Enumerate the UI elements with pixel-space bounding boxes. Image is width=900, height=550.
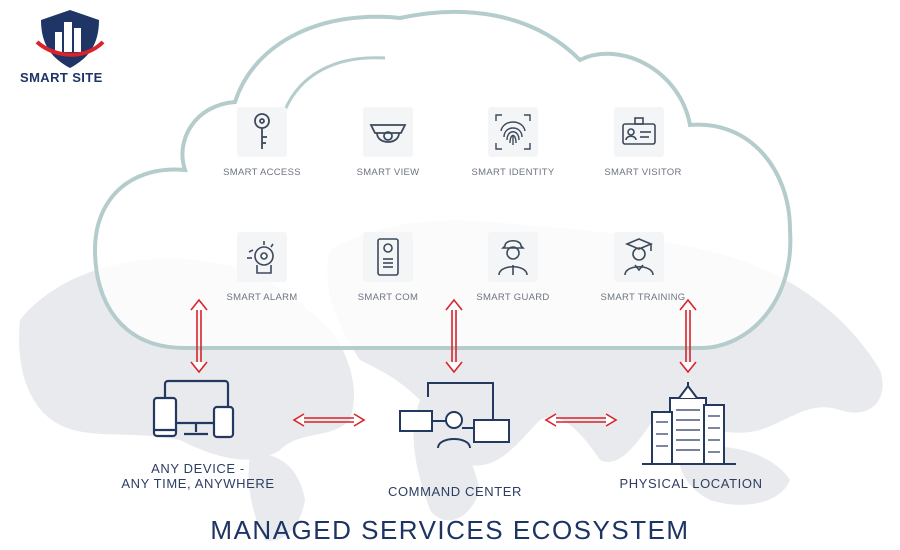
alarm-bell-icon: [247, 241, 274, 274]
smart-view-label: SMART VIEW: [356, 167, 420, 178]
cloud-inner-arc: [283, 56, 386, 111]
smart-visitor-label: SMART VISITOR: [604, 167, 682, 178]
smart-access-label: SMART ACCESS: [223, 167, 301, 178]
guard-icon: [498, 239, 528, 276]
arrow-location-cloud: [679, 298, 697, 374]
horizontal-arrows: [292, 413, 618, 427]
camera-icon: [369, 124, 407, 143]
fingerprint-icon: [495, 114, 531, 150]
cloud-outline: [92, 9, 793, 350]
smart-com-label: SMART COM: [357, 292, 419, 303]
smart-com-tile[interactable]: [363, 232, 413, 282]
smart-guard-tile[interactable]: [488, 232, 538, 282]
diagram-title: MANAGED SERVICES ECOSYSTEM: [210, 515, 690, 545]
devices-label: ANY DEVICE - ANY TIME, ANYWHERE: [121, 461, 274, 491]
brand-name: SMART SITE: [20, 70, 103, 85]
smart-training-label: SMART TRAINING: [600, 292, 686, 303]
smart-identity-tile[interactable]: [488, 107, 538, 157]
smart-alarm-label: SMART ALARM: [226, 292, 298, 303]
smart-training-tile[interactable]: [614, 232, 664, 282]
arrow-devices-cloud: [190, 298, 208, 374]
arrow-devices-command: [292, 413, 366, 427]
arrow-command-cloud: [445, 298, 463, 374]
physical-location-label: PHYSICAL LOCATION: [619, 476, 763, 491]
smart-access-tile[interactable]: [237, 107, 287, 157]
intercom-icon: [377, 238, 399, 276]
devices-label-line2: ANY TIME, ANYWHERE: [121, 476, 275, 491]
key-icon: [254, 113, 270, 149]
command-center-label: COMMAND CENTER: [387, 484, 523, 499]
building-icon: [642, 382, 736, 465]
smart-view-tile[interactable]: [363, 107, 413, 157]
id-badge-icon: [622, 117, 656, 145]
shield-logo: [35, 10, 105, 68]
smart-guard-label: SMART GUARD: [476, 292, 550, 303]
devices-icon: [152, 379, 235, 439]
vertical-arrows: [190, 298, 697, 374]
arrow-command-location: [544, 413, 618, 427]
command-center-icon: [399, 382, 510, 449]
devices-label-line1: ANY DEVICE -: [151, 461, 245, 476]
smart-alarm-tile[interactable]: [237, 232, 287, 282]
graduate-icon: [624, 238, 654, 276]
smart-visitor-tile[interactable]: [614, 107, 664, 157]
smart-identity-label: SMART IDENTITY: [471, 167, 555, 178]
